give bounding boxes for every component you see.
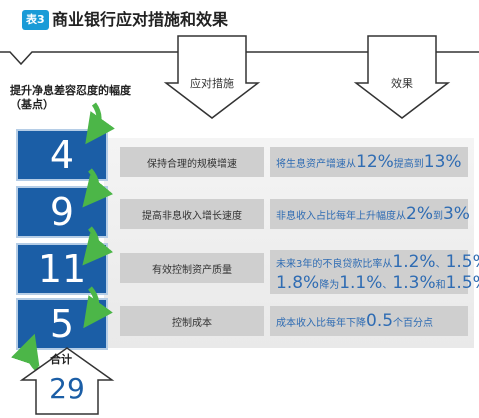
header-arrow-lines bbox=[0, 35, 479, 119]
table-number-tag: 表3 bbox=[22, 10, 49, 30]
left-heading-line2: （基点） bbox=[10, 98, 54, 111]
row3-measure: 有效控制资产质量 bbox=[120, 253, 264, 283]
total-value: 29 bbox=[49, 372, 85, 405]
row2-value: 9 bbox=[49, 190, 75, 234]
arrow-curve-icon bbox=[83, 286, 113, 329]
arrow-curve-icon bbox=[82, 226, 114, 266]
row3-effect: 未来3年的不良贷款比率从1.2%、1.5%和 1.8%降为1.1%、1.3%和1… bbox=[270, 250, 479, 294]
effect-arrow-shape bbox=[353, 35, 451, 119]
row1-value: 4 bbox=[49, 133, 75, 177]
left-heading-line1: 提升净息差容忍度的幅度 bbox=[10, 84, 131, 97]
row3-effect-line2: 1.8%降为1.1%、1.3%和1.5% bbox=[276, 273, 479, 293]
row1-measure: 保持合理的规模增速 bbox=[120, 147, 264, 177]
row3-value: 11 bbox=[37, 247, 87, 291]
row4-value: 5 bbox=[49, 302, 75, 346]
tag-number: 3 bbox=[37, 13, 45, 26]
column-heading-effect: 效果 bbox=[391, 77, 413, 90]
diagram-title: 商业银行应对措施和效果 bbox=[52, 10, 229, 29]
row4-measure: 控制成本 bbox=[120, 306, 264, 336]
measure-arrow-shape bbox=[163, 35, 261, 119]
total-label: 合计 bbox=[50, 353, 72, 366]
header-rule-line bbox=[0, 51, 178, 66]
row2-measure: 提高非息收入增长速度 bbox=[120, 199, 264, 229]
left-heading: 提升净息差容忍度的幅度 （基点） bbox=[10, 84, 150, 112]
row3-effect-line1: 未来3年的不良贷款比率从1.2%、1.5%和 bbox=[276, 252, 479, 272]
column-heading-measure: 应对措施 bbox=[190, 77, 234, 90]
total-up-arrow-shape bbox=[19, 347, 115, 415]
arrow-curve-icon bbox=[82, 168, 114, 208]
tag-prefix: 表 bbox=[26, 13, 37, 26]
arrow-curve-icon bbox=[85, 102, 115, 145]
